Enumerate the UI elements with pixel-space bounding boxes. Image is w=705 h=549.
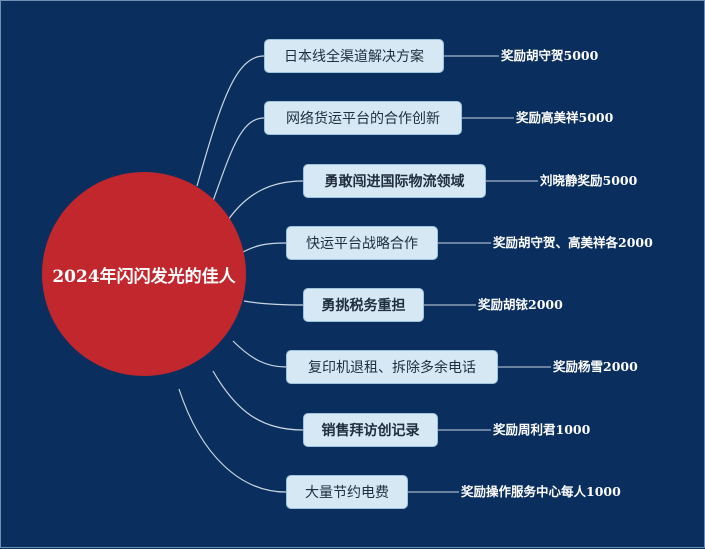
connector-4 bbox=[240, 242, 287, 254]
branch-label: 日本线全渠道解决方案 bbox=[284, 49, 424, 65]
branch-label: 勇敢闯进国际物流领域 bbox=[324, 174, 465, 190]
branch-label: 大量节约电费 bbox=[305, 485, 389, 501]
award-text-1: 奖励胡守贺5000 bbox=[501, 48, 599, 63]
branch-topic-6[interactable]: 复印机退租、拆除多余电话 bbox=[286, 350, 498, 384]
branch-label: 销售拜访创记录 bbox=[321, 423, 420, 439]
connector-6 bbox=[232, 340, 287, 368]
award-text-8: 奖励操作服务中心每人1000 bbox=[461, 484, 621, 499]
branch-label: 勇挑税务重担 bbox=[321, 298, 406, 314]
award-text-3: 刘晓静奖励5000 bbox=[540, 173, 638, 188]
branch-topic-5[interactable]: 勇挑税务重担 bbox=[303, 288, 424, 322]
branch-topic-8[interactable]: 大量节约电费 bbox=[286, 475, 408, 509]
award-text-4: 奖励胡守贺、高美祥各2000 bbox=[493, 235, 653, 250]
branch-label: 快运平台战略合作 bbox=[306, 236, 418, 252]
connector-1 bbox=[196, 55, 265, 187]
branch-label: 网络货运平台的合作创新 bbox=[286, 111, 440, 127]
branch-topic-2[interactable]: 网络货运平台的合作创新 bbox=[264, 101, 462, 135]
central-topic-label: 2024年闪闪发光的佳人 bbox=[52, 266, 236, 287]
connector-2 bbox=[212, 117, 265, 202]
branch-topic-7[interactable]: 销售拜访创记录 bbox=[303, 413, 438, 447]
award-text-6: 奖励杨雪2000 bbox=[553, 359, 638, 374]
award-text-7: 奖励周利君1000 bbox=[493, 422, 591, 437]
award-text-2: 奖励高美祥5000 bbox=[516, 110, 614, 125]
branch-topic-1[interactable]: 日本线全渠道解决方案 bbox=[264, 39, 444, 73]
connector-3 bbox=[225, 180, 304, 224]
branch-label: 复印机退租、拆除多余电话 bbox=[308, 360, 476, 376]
central-topic[interactable]: 2024年闪闪发光的佳人 bbox=[42, 172, 246, 376]
branch-topic-3[interactable]: 勇敢闯进国际物流领域 bbox=[303, 164, 486, 198]
connector-5 bbox=[243, 300, 304, 306]
connector-7 bbox=[212, 370, 304, 431]
connector-8 bbox=[178, 388, 287, 493]
branch-topic-4[interactable]: 快运平台战略合作 bbox=[286, 226, 438, 260]
award-text-5: 奖励胡铱2000 bbox=[478, 297, 563, 312]
